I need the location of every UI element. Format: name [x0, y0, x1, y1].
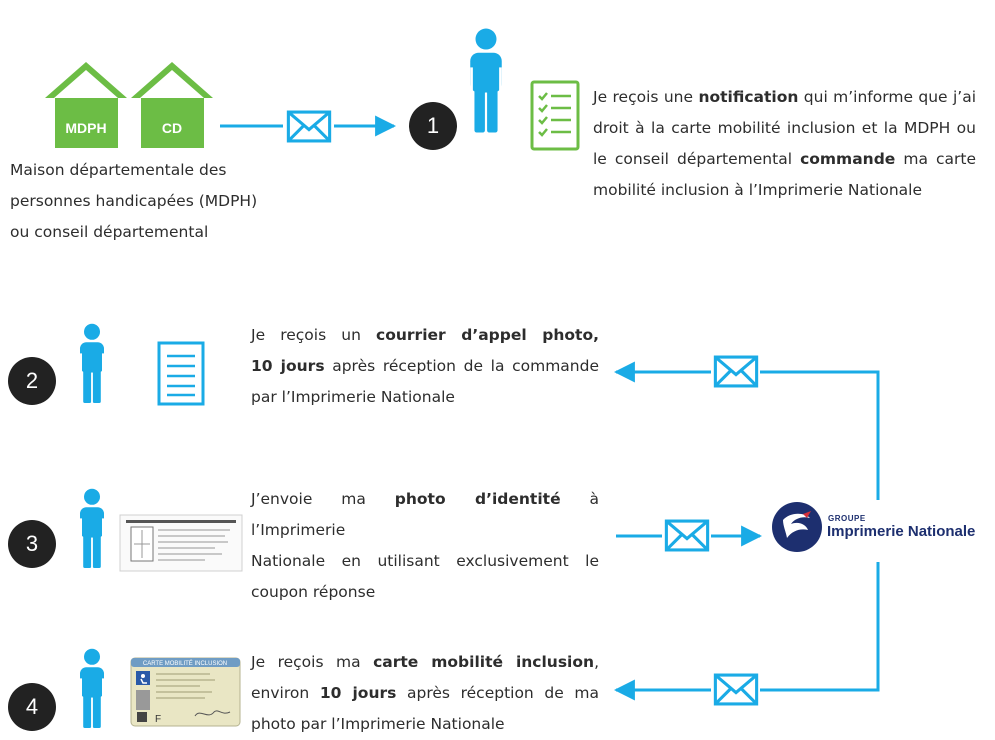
emphasis: courrier d’appel photo, [376, 326, 599, 344]
text-line: J’envoie ma photo d’identité à l’Imprime… [251, 490, 599, 539]
sender-caption: Maison départementale des personnes hand… [10, 155, 300, 248]
text-line: Je reçois une notification qui m’informe… [593, 88, 977, 106]
text-line: environ 10 jours après réception de ma [251, 684, 599, 702]
text-line: mobilité inclusion à l’Imprimerie Nation… [593, 181, 923, 199]
envelope-icon [664, 519, 710, 552]
mdph-house-icon: MDPH [45, 62, 127, 148]
return-arrow-step2 [613, 361, 880, 500]
person-icon [80, 323, 104, 403]
envelope-icon [286, 110, 332, 143]
logo-name: Imprimerie Nationale [827, 523, 976, 540]
emphasis: commande [800, 150, 896, 168]
emphasis: photo d’identité [394, 490, 561, 508]
step-number-badge: 1 [409, 102, 457, 150]
emphasis: notification [698, 88, 799, 106]
step-4-text: Je reçois ma carte mobilité inclusion, e… [251, 647, 599, 740]
mdph-label: MDPH [65, 120, 106, 136]
caption-line: personnes handicapées (MDPH) [10, 192, 258, 210]
emphasis: 10 jours [251, 357, 325, 375]
return-arrow-step4 [613, 562, 880, 701]
envelope-icon [713, 355, 759, 388]
person-icon [470, 28, 502, 133]
imprimerie-nationale-logo-icon [772, 502, 822, 552]
text-line: Nationale en utilisant exclusivement le [251, 552, 599, 570]
text-line: Je reçois un courrier d’appel photo, [251, 326, 599, 344]
step-1-text: Je reçois une notification qui m’informe… [593, 82, 976, 206]
step-2-text: Je reçois un courrier d’appel photo, 10 … [251, 320, 599, 413]
cd-house-icon: CD [131, 62, 213, 148]
document-icon [157, 341, 205, 406]
card-letter: F [155, 714, 161, 725]
text-line: par l’Imprimerie Nationale [251, 388, 455, 406]
cd-label: CD [162, 120, 182, 136]
person-icon [80, 488, 104, 568]
emphasis: carte mobilité inclusion [373, 653, 595, 671]
text-line: coupon réponse [251, 583, 376, 601]
person-icon [80, 648, 104, 728]
text-line: le conseil départemental commande ma car… [593, 150, 976, 168]
text-line: Je reçois ma carte mobilité inclusion, [251, 653, 599, 671]
caption-line: Maison départementale des [10, 161, 227, 179]
step-number-badge: 2 [8, 357, 56, 405]
card-title: CARTE MOBILITÉ INCLUSION [143, 660, 227, 667]
text-line: photo par l’Imprimerie Nationale [251, 715, 505, 733]
step-3-text: J’envoie ma photo d’identité à l’Imprime… [251, 484, 599, 608]
checklist-icon [530, 80, 580, 151]
photo-coupon-form [119, 514, 243, 572]
mobility-card: CARTE MOBILITÉ INCLUSION F [130, 657, 241, 727]
text-line: droit à la carte mobilité inclusion et l… [593, 119, 976, 137]
emphasis: 10 jours [319, 684, 397, 702]
step-number-badge: 3 [8, 520, 56, 568]
caption-line: ou conseil départemental [10, 223, 209, 241]
step-number-badge: 4 [8, 683, 56, 731]
text-line: 10 jours après réception de la commande [251, 357, 599, 375]
logo-group-label: GROUPE [828, 514, 866, 523]
envelope-icon [713, 673, 759, 706]
